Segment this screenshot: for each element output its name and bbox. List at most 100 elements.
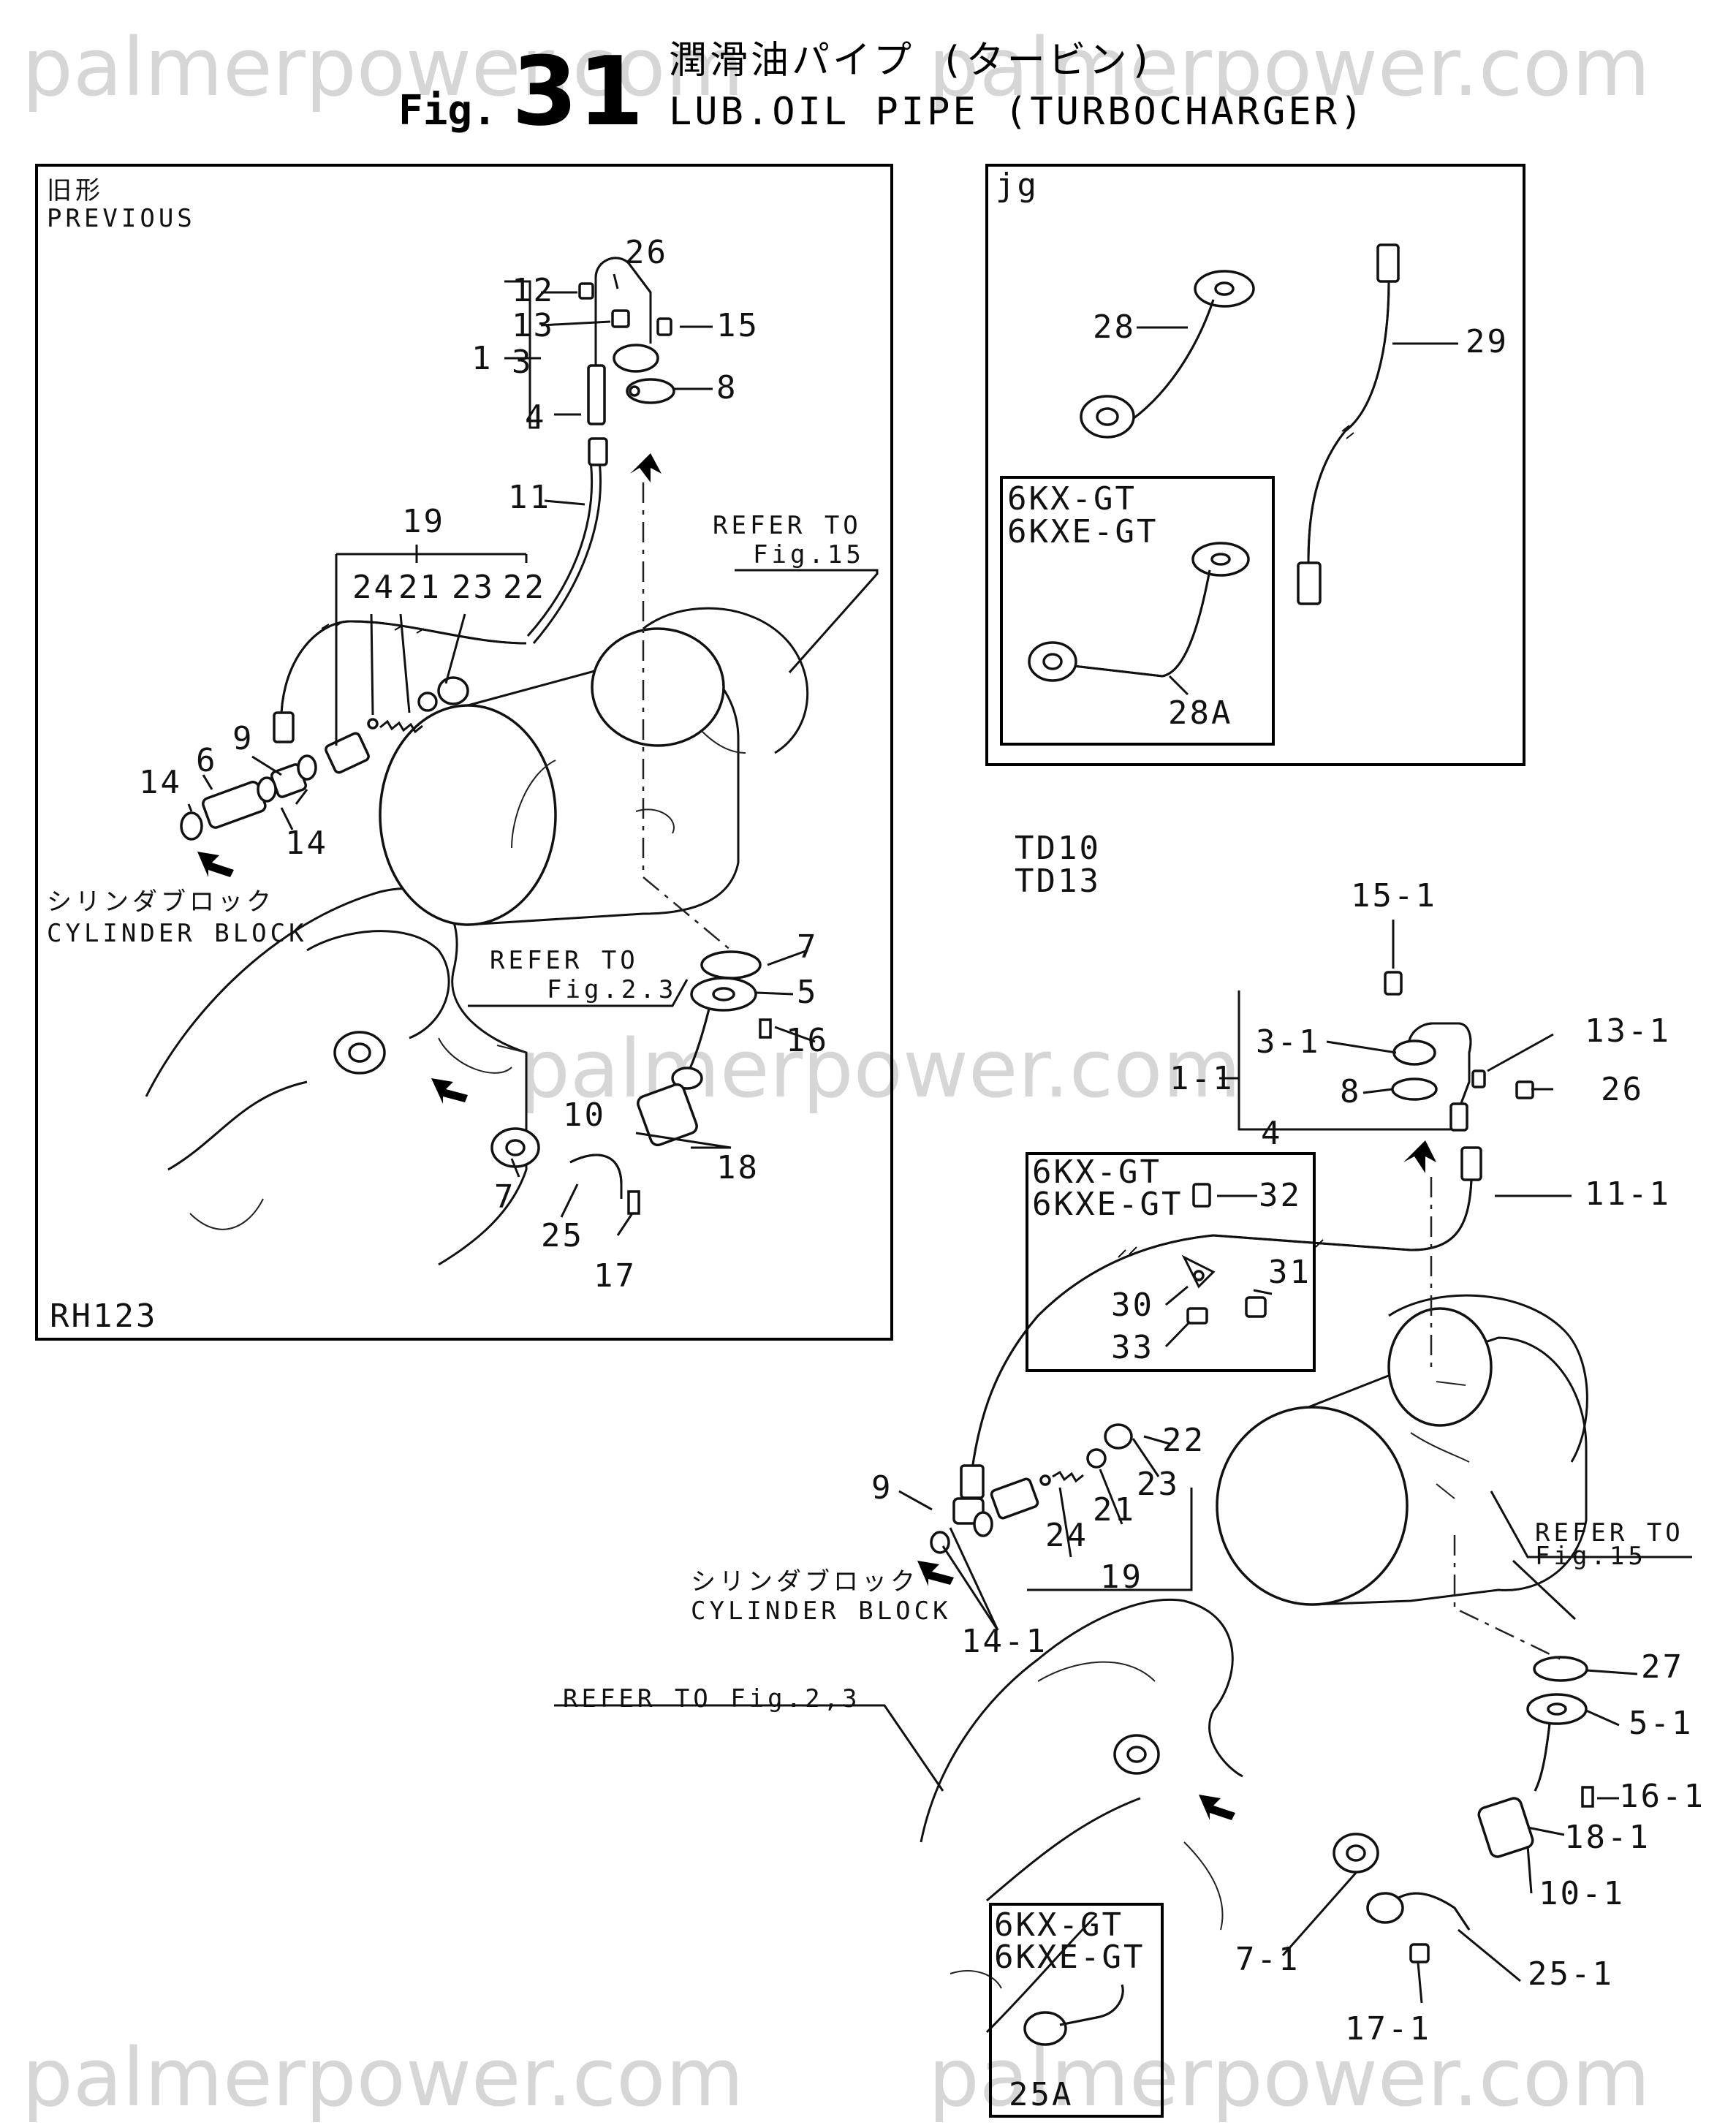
title-english: LUB.OIL PIPE (TURBOCHARGER) <box>669 90 1365 134</box>
callout-9: 9 <box>871 1469 893 1507</box>
callout-5-1: 5-1 <box>1629 1705 1693 1742</box>
arrow-icon <box>197 852 234 877</box>
cylinder-block-jp-label-td: シリンダブロック <box>691 1567 919 1596</box>
callout-24: 24 <box>352 569 395 606</box>
panel-jg: jg 28 29 6KX-GT 6KXE-GT <box>985 164 1525 766</box>
callout-23: 23 <box>452 569 495 606</box>
fig-number: 31 <box>512 36 644 147</box>
panel-jg-label: jg <box>996 167 1039 204</box>
turbocharger-drawing-td <box>1216 1294 1588 1606</box>
turbocharger-drawing-previous <box>379 607 809 926</box>
panel-td-box-25a: 6KX-GT 6KXE-GT 25A <box>989 1903 1164 2118</box>
callout-18: 18 <box>716 1149 759 1186</box>
callout-1-1: 1-1 <box>1170 1060 1234 1097</box>
subbox-model-1: 6KX-GT <box>1007 480 1137 518</box>
callout-15: 15 <box>716 307 759 344</box>
leader-28a <box>1168 675 1189 696</box>
callout-4: 4 <box>525 398 547 436</box>
pipe-28 <box>1080 270 1255 439</box>
panel-previous-code: RH123 <box>50 1298 157 1335</box>
leader-lines-previous <box>187 273 879 1236</box>
check-valve-parts-td <box>917 1423 1133 1586</box>
callout-23: 23 <box>1137 1466 1180 1503</box>
callout-19: 19 <box>402 503 445 540</box>
clamp-box-model-2: 6KXE-GT <box>1032 1186 1183 1223</box>
model-td10: TD10 <box>1015 830 1101 867</box>
subbox-model-2: 6KXE-GT <box>1007 513 1158 550</box>
panel-previous-frame <box>35 164 893 1341</box>
arrow-icon <box>1199 1795 1235 1820</box>
callout-16: 16 <box>786 1022 829 1059</box>
panel-td-clamp-box: 6KX-GT 6KXE-GT <box>1026 1152 1316 1372</box>
callout-28: 28 <box>1093 308 1136 346</box>
callout-10-1: 10-1 <box>1539 1875 1625 1912</box>
callout-13-1: 13-1 <box>1585 1012 1671 1050</box>
callout-11: 11 <box>508 479 551 516</box>
arrow-icon <box>1403 1140 1436 1173</box>
callout-21: 21 <box>398 569 441 606</box>
callout-26: 26 <box>625 234 668 271</box>
cylinder-block-en-label: CYLINDER BLOCK <box>47 919 308 948</box>
refer-fig15-label-td: Fig.15 <box>1535 1542 1647 1571</box>
refer-to-label-td: REFER TO <box>1535 1518 1684 1548</box>
panel-previous-label-en: PREVIOUS <box>47 204 196 233</box>
box-25a-model-2: 6KXE-GT <box>994 1939 1145 1976</box>
title-japanese: 潤滑油パイプ (タービン) <box>669 39 1156 83</box>
callout-18-1: 18-1 <box>1564 1819 1650 1856</box>
callout-11-1: 11-1 <box>1585 1175 1671 1213</box>
callout-25-1: 25-1 <box>1528 1955 1614 1993</box>
callout-14-1: 14-1 <box>961 1623 1047 1660</box>
callout-33: 33 <box>1111 1329 1154 1366</box>
callout-7-1: 7-1 <box>1235 1941 1300 1978</box>
arrow-icon <box>917 1561 954 1586</box>
watermark-group: palmerpower.com palmerpower.com palmerpo… <box>22 20 1650 2124</box>
callout-14-b: 14 <box>285 825 328 862</box>
watermark-bottom-left: palmerpower.com <box>22 2031 744 2124</box>
arrow-icon <box>630 453 662 482</box>
callout-19: 19 <box>1100 1558 1143 1596</box>
callout-32: 32 <box>1259 1177 1302 1214</box>
callout-25: 25 <box>541 1217 584 1254</box>
callout-17: 17 <box>594 1257 637 1295</box>
fig-prefix: Fig. <box>398 87 497 135</box>
cylinder-block-jp-label: シリンダブロック <box>47 887 275 917</box>
lower-fittings-previous <box>431 453 772 1215</box>
watermark-top-right: palmerpower.com <box>928 20 1650 114</box>
panel-jg-subbox: 6KX-GT 6KXE-GT 28A <box>1000 476 1275 746</box>
callout-12: 12 <box>512 272 555 309</box>
callout-25a: 25A <box>1009 2076 1073 2113</box>
cylinder-block-en-label-td: CYLINDER BLOCK <box>691 1596 952 1626</box>
callout-15-1: 15-1 <box>1351 877 1437 914</box>
callout-26: 26 <box>1601 1071 1644 1108</box>
flex-hose-19 <box>273 620 527 743</box>
box-25a-model-1: 6KX-GT <box>994 1906 1123 1944</box>
callout-8: 8 <box>1340 1073 1362 1110</box>
callout-1: 1 <box>471 340 493 377</box>
callout-31: 31 <box>1268 1254 1311 1291</box>
cylinder-block-drawing-previous <box>145 887 528 1266</box>
pipe-assembly-1 <box>578 257 675 425</box>
callout-7-a: 7 <box>797 928 819 966</box>
callout-17-1: 17-1 <box>1345 2010 1431 2048</box>
callout-5: 5 <box>797 974 819 1011</box>
panel-jg-subbox-frame <box>1000 476 1275 746</box>
callout-3-1: 3-1 <box>1256 1023 1320 1061</box>
panel-previous-label-jp: 旧形 <box>47 176 104 205</box>
arrow-icon <box>431 1078 468 1104</box>
callout-24: 24 <box>1045 1517 1088 1554</box>
panel-jg-frame <box>985 164 1525 766</box>
callout-7-b: 7 <box>494 1178 516 1216</box>
panel-previous: 旧形 PREVIOUS RH123 <box>35 164 893 1341</box>
refer-fig23-label: Fig.2.3 <box>547 975 677 1004</box>
callouts-td: 15-1 1-1 3-1 13-1 8 26 4 11-1 32 31 30 3… <box>871 877 1703 2048</box>
leader-lines-td <box>554 920 1692 2004</box>
callout-10: 10 <box>563 1096 606 1134</box>
clamp-box-frame <box>1026 1152 1316 1372</box>
watermark-center: palmerpower.com <box>519 1022 1241 1115</box>
model-td13: TD13 <box>1015 863 1101 900</box>
callout-8: 8 <box>716 369 738 406</box>
references-previous: REFER TO Fig.15 REFER TO Fig.2.3 シリンダブロッ… <box>47 511 861 1004</box>
hose-11-1 <box>960 1146 1482 1499</box>
cylinder-block-drawing-td <box>920 1599 1243 2034</box>
